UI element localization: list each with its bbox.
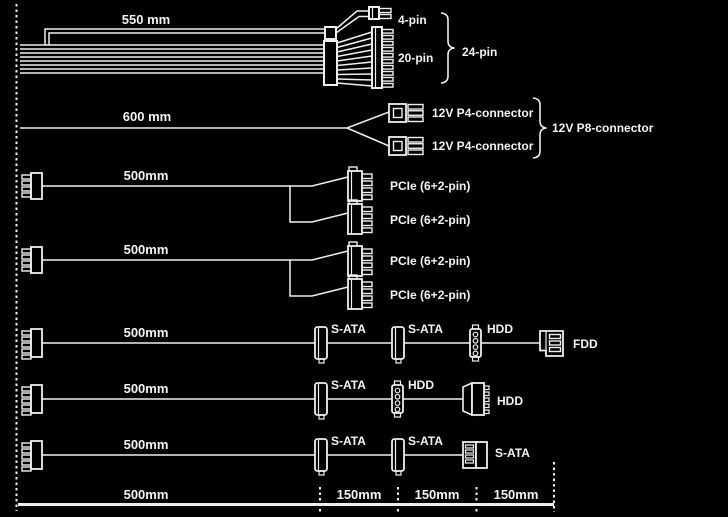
- peripheral-c-sata3-label: S-ATA: [495, 446, 530, 460]
- connector-p4-top: [388, 103, 424, 123]
- connector-hdd-inline: [391, 380, 404, 418]
- atx-4pin-label: 4-pin: [398, 13, 427, 27]
- modular-plug: [21, 328, 43, 360]
- peripheral-c-sata2-label: S-ATA: [408, 434, 443, 448]
- connector-sata-inline: [391, 438, 405, 476]
- length-ruler: [18, 462, 555, 512]
- connector-fdd-end: [539, 330, 564, 357]
- pcie-a-conn1-label: PCIe (6+2-pin): [390, 179, 471, 193]
- connector-pcie-2: [347, 199, 373, 235]
- peripheral-cable-b: [21, 380, 490, 420]
- connector-hdd-inline: [469, 324, 482, 362]
- connector-sata-inline: [391, 326, 405, 364]
- cable-comb-small: [324, 26, 337, 40]
- atx-length-label: 550 mm: [121, 12, 171, 27]
- peripheral-b-hdd1-label: HDD: [408, 378, 434, 392]
- eps-p8-group-label: 12V P8-connector: [552, 121, 654, 135]
- peripheral-c-length-label: 500mm: [123, 437, 169, 452]
- connector-sata-inline: [314, 382, 328, 420]
- peripheral-a-sata1-label: S-ATA: [331, 322, 366, 336]
- connector-sata-inline: [314, 326, 328, 364]
- ruler-500mm-label: 500mm: [123, 487, 169, 502]
- ruler-150mm-label-2: 150mm: [414, 487, 460, 502]
- peripheral-a-hdd-label: HDD: [487, 322, 513, 336]
- ruler-150mm-label-3: 150mm: [493, 487, 539, 502]
- cable-comb-large: [323, 40, 338, 86]
- modular-plug: [21, 384, 43, 416]
- peripheral-a-fdd-label: FDD: [573, 337, 598, 351]
- connector-hdd-end: [462, 381, 490, 417]
- pcie-b-conn2-label: PCIe (6+2-pin): [390, 288, 471, 302]
- atx-cable: [20, 6, 455, 89]
- eps-length-label: 600 mm: [122, 109, 172, 124]
- connector-pcie-4: [347, 274, 373, 310]
- atx-20pin-label: 20-pin: [398, 51, 434, 65]
- connector-sata-end: [462, 441, 488, 469]
- connector-sata-inline: [314, 438, 328, 476]
- peripheral-b-length-label: 500mm: [123, 381, 169, 396]
- pcie-a-length-label: 500mm: [123, 168, 169, 183]
- peripheral-a-sata2-label: S-ATA: [408, 322, 443, 336]
- ruler-150mm-label-1: 150mm: [336, 487, 382, 502]
- eps-p4-bottom-label: 12V P4-connector: [432, 139, 534, 153]
- modular-plug: [21, 440, 43, 472]
- modular-plug: [21, 172, 43, 200]
- pcie-cable-b: [21, 241, 373, 310]
- connector-pcie-3: [347, 241, 373, 277]
- atx-24pin-group-label: 24-pin: [462, 45, 498, 59]
- peripheral-b-sata-label: S-ATA: [331, 378, 366, 392]
- brace-24pin: [440, 12, 455, 84]
- pcie-cable-a: [21, 166, 373, 235]
- pcie-b-conn1-label: PCIe (6+2-pin): [390, 254, 471, 268]
- connector-p4-bottom: [388, 136, 424, 156]
- connector-pcie-1: [347, 166, 373, 202]
- brace-p8: [532, 97, 547, 159]
- peripheral-cable-a: [21, 324, 564, 364]
- connector-4pin: [368, 6, 392, 20]
- modular-plug: [21, 246, 43, 274]
- eps-cable: [20, 97, 547, 159]
- peripheral-b-hdd2-label: HDD: [497, 394, 523, 408]
- peripheral-cable-c: [21, 438, 488, 476]
- peripheral-c-sata1-label: S-ATA: [331, 434, 366, 448]
- eps-p4-top-label: 12V P4-connector: [432, 106, 534, 120]
- connector-20pin: [371, 26, 394, 89]
- pcie-a-conn2-label: PCIe (6+2-pin): [390, 213, 471, 227]
- peripheral-a-length-label: 500mm: [123, 325, 169, 340]
- pcie-b-length-label: 500mm: [123, 242, 169, 257]
